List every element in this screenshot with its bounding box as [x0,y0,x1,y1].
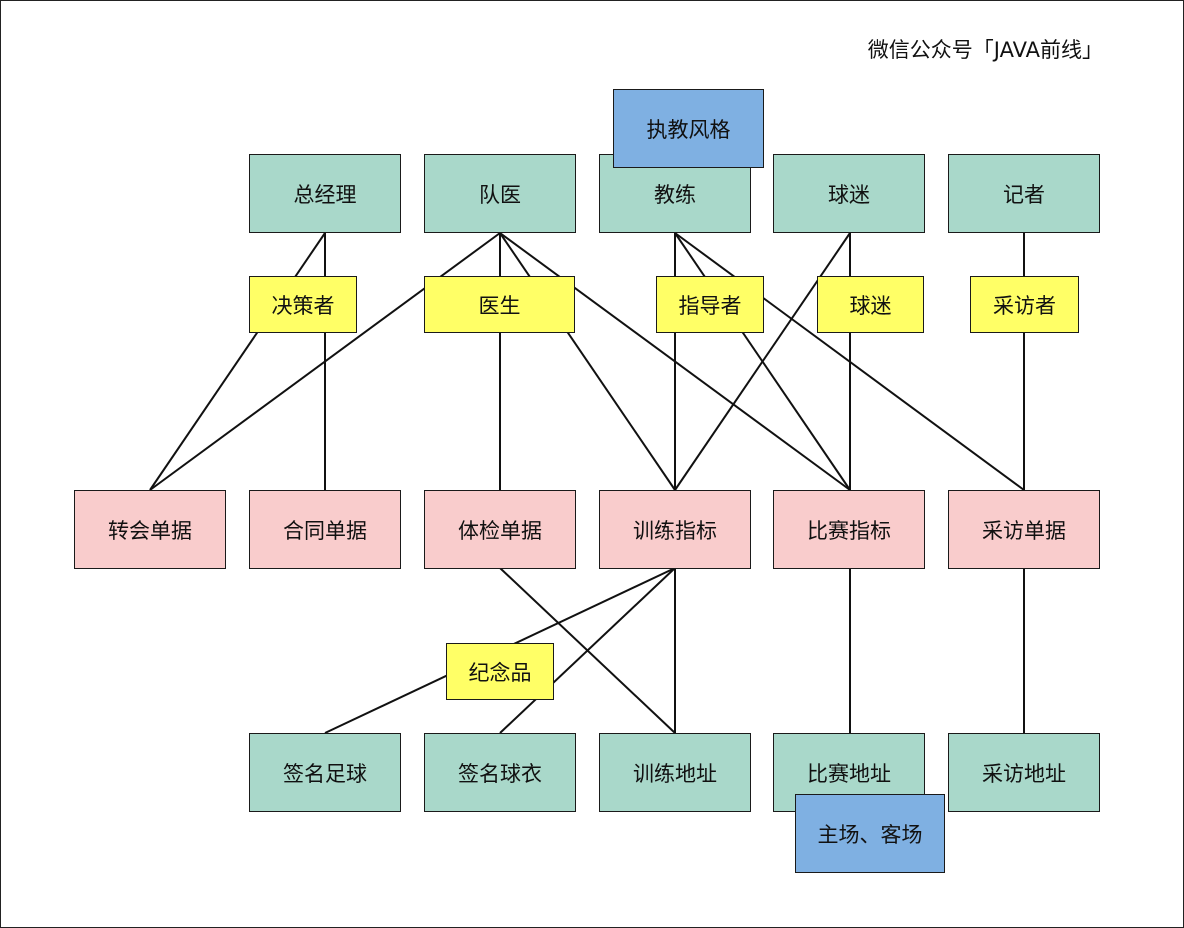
edge-doctor-training [499,232,676,491]
node-interview-addr[interactable]: 采访地址 [948,733,1100,812]
edge-gm-transfer [149,232,326,491]
node-reporter[interactable]: 记者 [948,154,1100,233]
node-signed-jersey[interactable]: 签名球衣 [424,733,576,812]
label-fan[interactable]: 球迷 [817,276,924,333]
edge-training-signedjersey [499,567,676,734]
edge-fan-training [674,232,851,491]
node-transfer-doc[interactable]: 转会单据 [74,490,226,569]
watermark-text: 微信公众号「JAVA前线」 [867,38,1103,62]
note-home-away[interactable]: 主场、客场 [795,794,945,873]
node-fan[interactable]: 球迷 [773,154,925,233]
label-physician[interactable]: 医生 [424,276,575,333]
edge-doctor-transfer [149,232,501,491]
label-interviewer[interactable]: 采访者 [970,276,1079,333]
node-physical-doc[interactable]: 体检单据 [424,490,576,569]
node-training-metric[interactable]: 训练指标 [599,490,751,569]
node-doctor[interactable]: 队医 [424,154,576,233]
node-interview-doc[interactable]: 采访单据 [948,490,1100,569]
node-signed-ball[interactable]: 签名足球 [249,733,401,812]
node-match-metric[interactable]: 比赛指标 [773,490,925,569]
note-coaching-style[interactable]: 执教风格 [613,89,764,168]
label-souvenir[interactable]: 纪念品 [446,643,554,700]
label-instructor[interactable]: 指导者 [656,276,764,333]
node-contract-doc[interactable]: 合同单据 [249,490,401,569]
label-decision-maker[interactable]: 决策者 [249,276,357,333]
node-gm[interactable]: 总经理 [249,154,401,233]
node-training-addr[interactable]: 训练地址 [599,733,751,812]
